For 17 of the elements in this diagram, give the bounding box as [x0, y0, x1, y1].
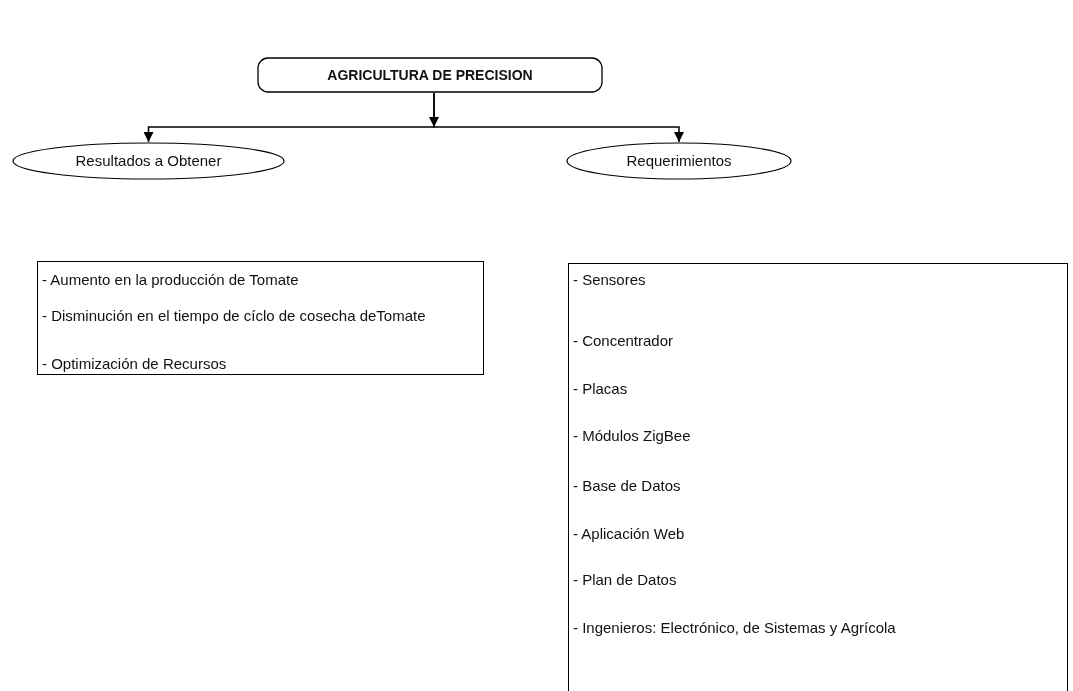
- list-box: [568, 263, 1068, 691]
- list-item: - Disminución en el tiempo de cíclo de cosecha deTomate: [42, 306, 427, 326]
- list-item: - Placas: [573, 379, 629, 399]
- list-item: - Base de Datos: [573, 476, 682, 496]
- list-box: [37, 261, 484, 375]
- title-text: AGRICULTURA DE PRECISION: [326, 66, 534, 84]
- list-item: - Aumento en la producción de Tomate: [42, 270, 300, 290]
- list-item: - Sensores: [573, 270, 647, 290]
- node-label: Resultados a Obtener: [74, 152, 223, 170]
- list-item: - Aplicación Web: [573, 524, 686, 544]
- list-item: - Ingenieros: Electrónico, de Sistemas y Agrícola: [573, 618, 897, 638]
- list-item: - Optimización de Recursos: [42, 354, 228, 374]
- node-label: Requerimientos: [625, 152, 733, 170]
- list-item: - Plan de Datos: [573, 570, 678, 590]
- list-item: - Concentrador: [573, 331, 675, 351]
- list-item: - Módulos ZigBee: [573, 426, 692, 446]
- connector-arrow: [433, 92, 684, 143]
